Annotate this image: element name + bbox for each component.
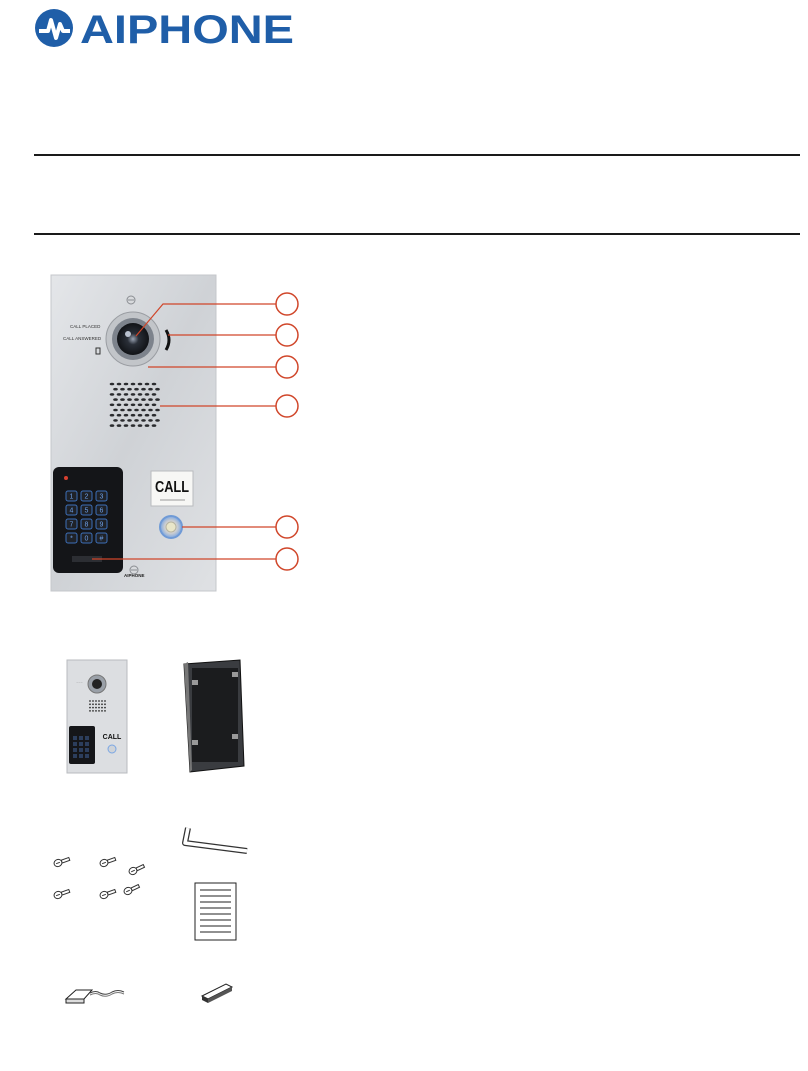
mic-slot — [164, 329, 171, 351]
keypad-key-label: 6 — [100, 508, 104, 515]
keypad-key[interactable] — [65, 490, 78, 502]
door-release-indicator-icon — [95, 347, 101, 355]
mounting-screws — [53, 856, 146, 900]
callout-marker-3 — [275, 355, 299, 379]
keypad-key[interactable] — [95, 518, 108, 530]
callout-marker-4 — [275, 394, 299, 418]
keypad-status-led — [64, 476, 68, 480]
top-screw-icon — [126, 295, 136, 305]
keypad-key[interactable] — [80, 490, 93, 502]
callout-marker-6 — [275, 547, 299, 571]
callout-leader-1 — [135, 303, 276, 337]
product-front-view: CALL PLACED CALL ANSWERED 1 2 3 4 5 6 7 8 9 * 0 # A… — [50, 274, 299, 592]
keypad-key-label: 8 — [85, 522, 89, 529]
callout-leaders — [92, 303, 276, 560]
keypad-key-label: # — [100, 536, 104, 543]
keypad-key[interactable] — [80, 518, 93, 530]
bottom-screw-icon — [129, 565, 139, 575]
keypad-key-label: 0 — [85, 536, 89, 543]
aiphone-logo: AIPHONE — [35, 8, 294, 48]
included-accessories: .......... CALL — [53, 659, 248, 1004]
callout-markers — [275, 292, 299, 571]
card-reader-slot — [72, 556, 102, 562]
keypad-key[interactable] — [95, 504, 108, 516]
screw-icon — [128, 863, 146, 876]
mini-call-label: CALL — [103, 734, 122, 741]
speaker-grille — [109, 382, 160, 427]
screw-icon — [99, 856, 117, 868]
keypad-key[interactable] — [65, 518, 78, 530]
callout-marker-1 — [275, 292, 299, 316]
call-placed-label: CALL PLACED — [70, 324, 101, 329]
keypad-key[interactable] — [95, 532, 108, 544]
callout-marker-5 — [275, 515, 299, 539]
header-rule-top — [34, 154, 800, 156]
keypad-key-label: 4 — [70, 508, 74, 515]
keypad-key[interactable] — [65, 532, 78, 544]
header-rule-bottom — [34, 233, 800, 235]
screw-icon — [99, 888, 117, 900]
keypad-brand-label: AIPHONE — [124, 573, 145, 578]
screw-icon — [53, 856, 71, 868]
keypad-key-label: 1 — [70, 494, 74, 501]
keypad-unit: 1 2 3 4 5 6 7 8 9 * 0 # — [53, 467, 123, 573]
svg-text:..........: .......... — [76, 681, 83, 684]
screw-icon — [53, 888, 71, 900]
keypad-key-label: 9 — [100, 522, 104, 529]
screw-icon — [123, 883, 141, 896]
keypad-keys: 1 2 3 4 5 6 7 8 9 * 0 # — [65, 490, 108, 544]
call-nameplate: CALL — [150, 470, 194, 507]
call-answered-label: CALL ANSWERED — [63, 336, 102, 341]
keypad-key-label: 3 — [100, 494, 104, 501]
keypad-key[interactable] — [80, 532, 93, 544]
station-thumbnail: .......... CALL — [66, 659, 128, 774]
svg-text:CALL: CALL — [155, 479, 189, 496]
keypad-key-label: 2 — [85, 494, 89, 501]
back-box — [183, 659, 245, 773]
keypad-key[interactable] — [80, 504, 93, 516]
keypad-key[interactable] — [65, 504, 78, 516]
keypad-key[interactable] — [95, 490, 108, 502]
call-button[interactable] — [159, 515, 183, 539]
instruction-sheet-icon — [194, 882, 237, 941]
logo-wordmark: AIPHONE — [80, 8, 294, 48]
spacer-block-icon — [200, 983, 234, 1003]
keypad-key-label: 7 — [70, 522, 74, 529]
keypad-key-label: * — [70, 536, 73, 543]
keypad-key-label: 5 — [85, 508, 89, 515]
callout-marker-2 — [275, 323, 299, 347]
camera-lens — [105, 311, 161, 367]
connector-cable-icon — [64, 989, 125, 1004]
